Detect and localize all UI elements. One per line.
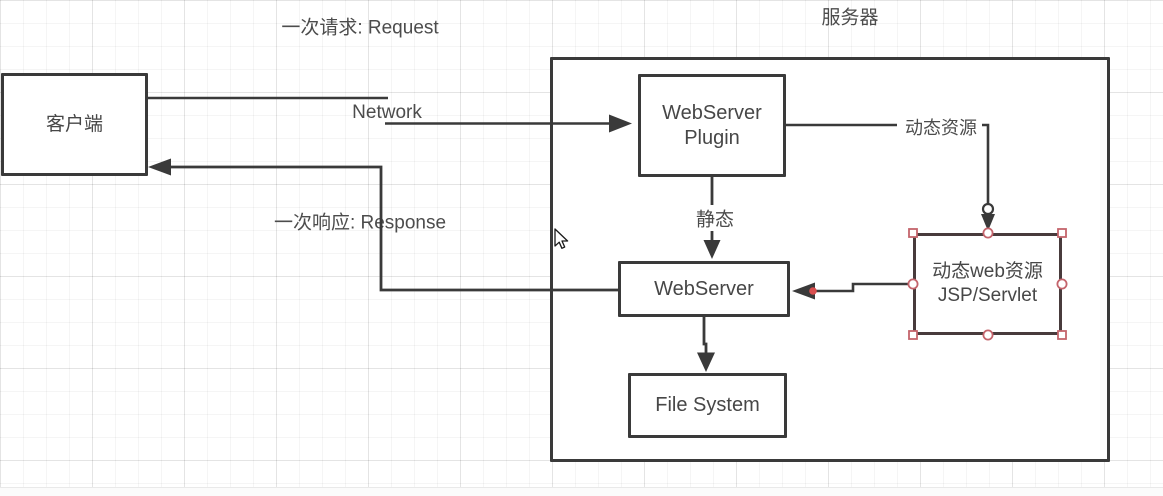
node-webserver-plugin-label: WebServer Plugin — [662, 101, 762, 149]
node-dynamic-web-label: 动态web资源 JSP/Servlet — [932, 261, 1043, 306]
node-client[interactable]: 客户端 — [1, 73, 148, 176]
server-group-label[interactable]: 服务器 — [821, 7, 879, 29]
node-dynamic-web[interactable]: 动态web资源 JSP/Servlet — [913, 233, 1062, 335]
node-webserver-plugin[interactable]: WebServer Plugin — [638, 74, 786, 177]
dynamic-resource-edge-label[interactable]: 动态资源 — [905, 118, 977, 138]
request-label[interactable]: 一次请求: Request — [281, 17, 439, 39]
response-label[interactable]: 一次响应: Response — [273, 212, 447, 234]
node-webserver-label: WebServer — [654, 277, 754, 300]
node-file-system-label: File System — [655, 394, 760, 416]
canvas-bottom-strip — [0, 487, 1163, 496]
static-edge-label[interactable]: 静态 — [695, 209, 735, 231]
arrowhead-left-icon — [148, 158, 171, 176]
node-file-system[interactable]: File System — [628, 373, 787, 438]
node-client-label: 客户端 — [45, 113, 103, 135]
node-webserver[interactable]: WebServer — [618, 261, 790, 317]
network-edge-label[interactable]: Network — [352, 102, 422, 123]
